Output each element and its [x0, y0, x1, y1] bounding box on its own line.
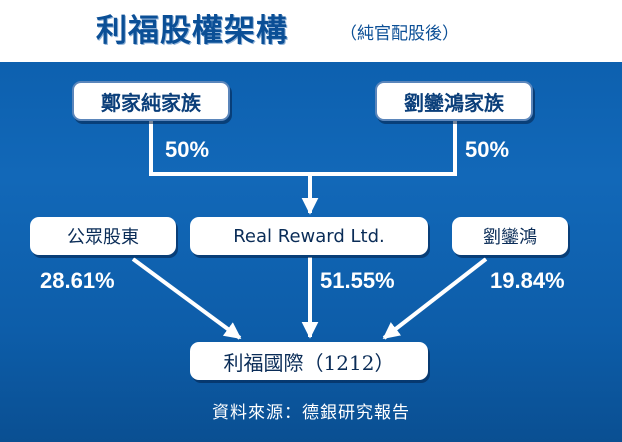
- share-label-public-shareholders: 28.61%: [40, 268, 115, 293]
- source-note: 資料來源：德銀研究報告: [212, 403, 410, 423]
- owner-box-cheng-family: 鄭家純家族: [72, 81, 230, 121]
- share-label-lau-family: 50%: [465, 137, 510, 162]
- arrow-public-to-company: [131, 257, 242, 340]
- arrow-lau-to-company: [382, 257, 488, 340]
- owner-box-public-shareholders: 公眾股東: [30, 217, 176, 255]
- owner-box-lau-family: 劉鑾鴻家族: [375, 81, 533, 121]
- share-label-lau-luen-hung: 19.84%: [490, 268, 565, 293]
- title-bar: 利福股權架構 （純官配股後）: [0, 0, 622, 62]
- share-label-real-reward: 51.55%: [320, 268, 395, 293]
- owner-box-lau-luen-hung: 劉鑾鴻: [452, 217, 568, 255]
- company-box-lifestyle-international: 利福國際（1212）: [190, 342, 428, 380]
- connector-top-left: [149, 113, 310, 176]
- connector-top-right: [310, 113, 457, 176]
- share-label-cheng-family: 50%: [165, 137, 210, 162]
- diagram-subtitle: （純官配股後）: [340, 24, 459, 44]
- diagram-title: 利福股權架構: [96, 13, 288, 49]
- owner-box-real-reward: Real Reward Ltd.: [190, 217, 428, 255]
